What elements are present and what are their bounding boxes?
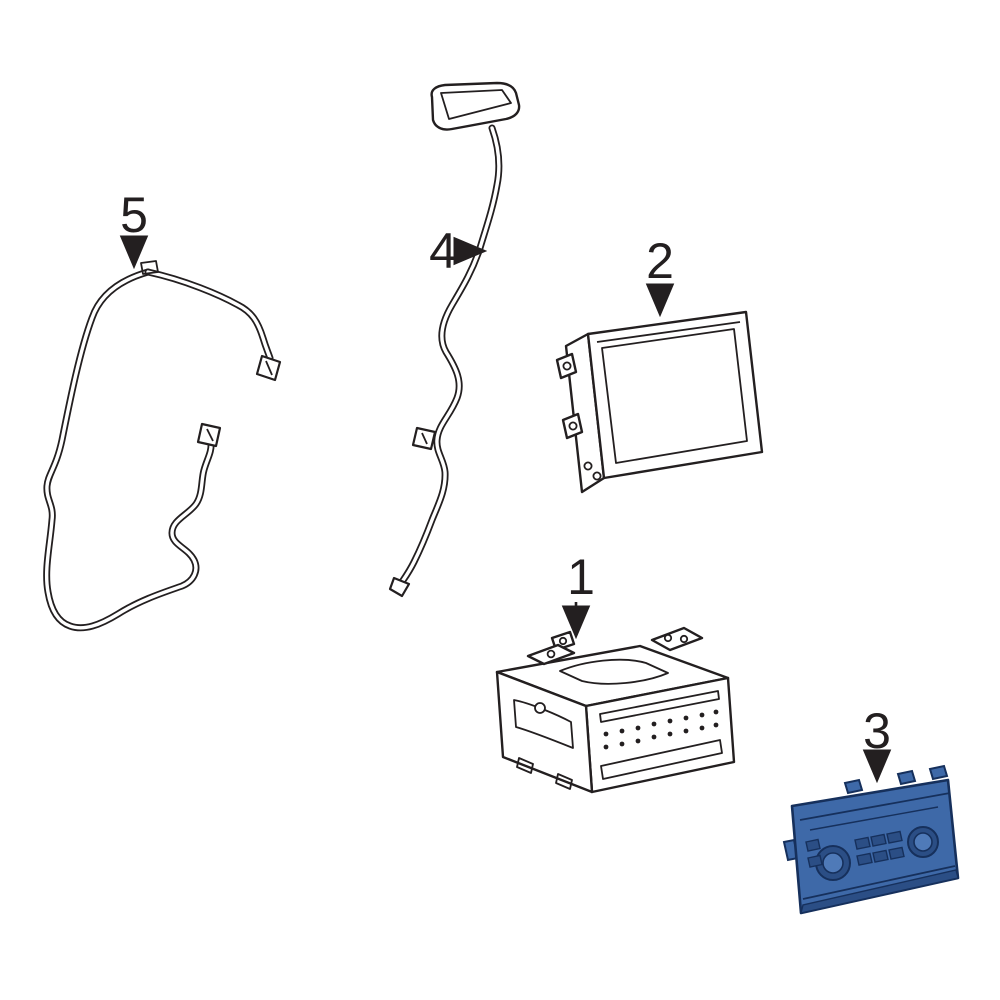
callout-2: 2	[645, 233, 675, 318]
control-panel-knob-left	[815, 845, 851, 881]
callout-4: 4	[429, 223, 488, 279]
callout-2-label: 2	[646, 233, 674, 289]
display-bracket	[555, 352, 584, 440]
radio-unit-drawing	[495, 626, 736, 794]
control-panel-drawing	[782, 764, 960, 915]
harness-connector-clip-right	[255, 354, 282, 382]
display-screen-drawing	[555, 310, 764, 494]
antenna-cable-drawing	[388, 81, 521, 598]
callout-4-label: 4	[429, 223, 457, 279]
radio-vent-holes	[603, 709, 719, 750]
wiring-harness-drawing	[43, 260, 282, 632]
callout-1: 1	[561, 549, 595, 640]
callout-3-label: 3	[863, 703, 891, 759]
callout-5: 5	[119, 187, 149, 270]
callout-5-label: 5	[120, 187, 148, 243]
patch-antenna	[430, 81, 521, 131]
callout-3: 3	[862, 703, 892, 784]
callout-1-label: 1	[567, 549, 595, 605]
control-panel-buttons	[805, 806, 939, 868]
cable-tip	[388, 576, 411, 598]
radio-bracket-right	[650, 626, 704, 652]
cable-connector-clip	[411, 426, 437, 451]
control-panel-knob-right	[907, 826, 939, 858]
harness-connector-clip-middle	[196, 422, 222, 448]
